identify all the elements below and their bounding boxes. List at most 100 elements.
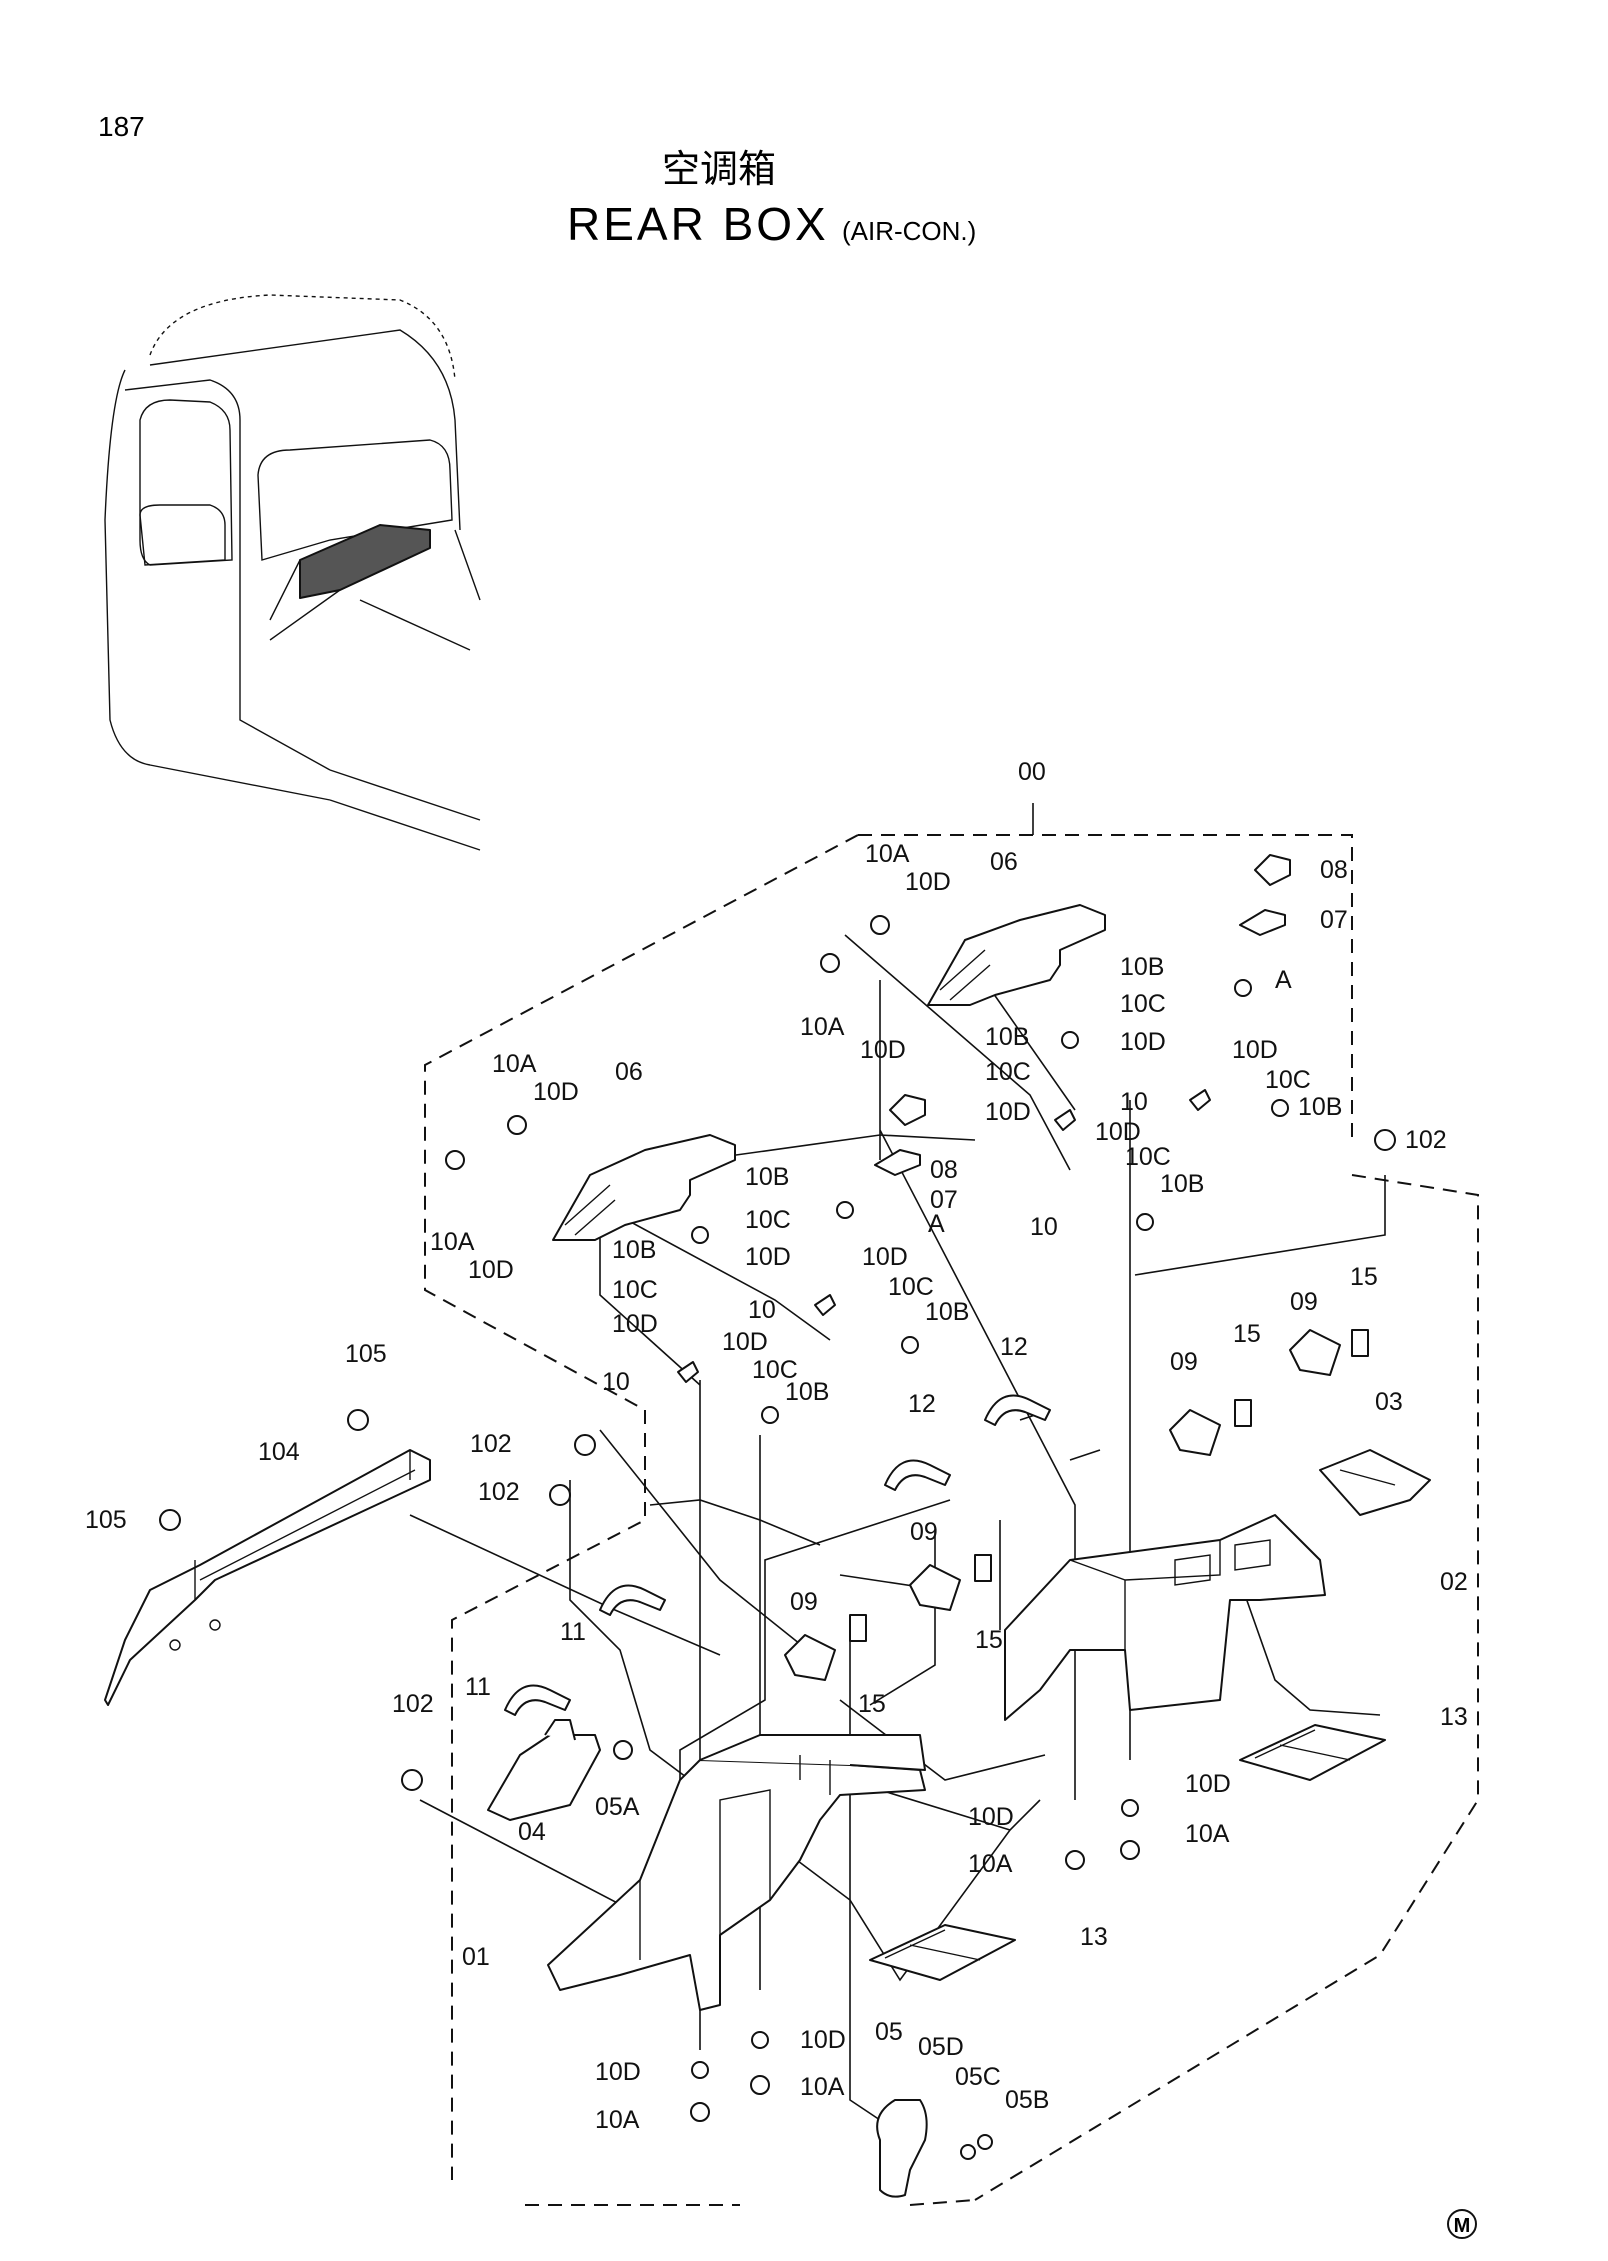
assembly-boundary bbox=[424, 834, 1479, 2206]
m-mark-letter: M bbox=[1454, 2215, 1471, 2237]
callout-10B: 10B bbox=[925, 1298, 969, 1326]
callout-102: 102 bbox=[1405, 1126, 1447, 1154]
callout-10A: 10A bbox=[800, 1013, 845, 1041]
callout-10B: 10B bbox=[985, 1023, 1029, 1051]
callout-10C: 10C bbox=[985, 1058, 1031, 1086]
callout-10A: 10A bbox=[968, 1850, 1013, 1878]
callout-10D: 10D bbox=[905, 868, 951, 896]
callout-10: 10 bbox=[748, 1296, 776, 1324]
callout-04: 04 bbox=[518, 1818, 546, 1846]
callout-05C: 05C bbox=[955, 2063, 1001, 2091]
fasteners bbox=[159, 915, 1396, 2160]
callout-labels: 00 10A 10D 06 08 07 10B A 10C 10A 10D 10… bbox=[85, 758, 1468, 2134]
callout-10B: 10B bbox=[745, 1163, 789, 1191]
callout-15: 15 bbox=[858, 1690, 886, 1718]
callout-10A: 10A bbox=[595, 2106, 640, 2134]
callout-09: 09 bbox=[910, 1518, 938, 1546]
callout-10D: 10D bbox=[985, 1098, 1031, 1126]
callout-102: 102 bbox=[470, 1430, 512, 1458]
callout-10D: 10D bbox=[1095, 1118, 1141, 1146]
callout-05B: 05B bbox=[1005, 2086, 1049, 2114]
callout-12: 12 bbox=[1000, 1333, 1028, 1361]
callout-10A: 10A bbox=[1185, 1820, 1230, 1848]
callout-10D: 10D bbox=[1185, 1770, 1231, 1798]
callout-10D: 10D bbox=[745, 1243, 791, 1271]
part-13-filters bbox=[869, 1724, 1386, 1981]
part-06-cover-upper bbox=[927, 904, 1106, 1006]
callout-10C: 10C bbox=[752, 1356, 798, 1384]
callout-03: 03 bbox=[1375, 1388, 1403, 1416]
callout-10: 10 bbox=[602, 1368, 630, 1396]
title-english: REAR BOX bbox=[567, 198, 829, 250]
part-09-vents bbox=[784, 1329, 1341, 1681]
callout-12: 12 bbox=[908, 1390, 936, 1418]
callout-10D: 10D bbox=[860, 1036, 906, 1064]
title-subtitle: (AIR-CON.) bbox=[842, 216, 976, 246]
callout-105: 105 bbox=[85, 1506, 127, 1534]
callout-10A: 10A bbox=[800, 2073, 845, 2101]
part-07-08-clips bbox=[874, 854, 1291, 1176]
callout-08: 08 bbox=[1320, 856, 1348, 884]
callout-05A: 05A bbox=[595, 1793, 640, 1821]
callout-10D: 10D bbox=[468, 1256, 514, 1284]
callout-102: 102 bbox=[478, 1478, 520, 1506]
leader-lines bbox=[409, 803, 1386, 2121]
callout-00: 00 bbox=[1018, 758, 1046, 786]
callout-01: 01 bbox=[462, 1943, 490, 1971]
callout-ref-A: A bbox=[1275, 966, 1292, 994]
callout-09: 09 bbox=[790, 1588, 818, 1616]
callout-11: 11 bbox=[560, 1618, 586, 1646]
callout-10D: 10D bbox=[1232, 1036, 1278, 1064]
part-15-clips bbox=[849, 1329, 1369, 1642]
callout-08: 08 bbox=[930, 1156, 958, 1184]
callout-10D: 10D bbox=[722, 1328, 768, 1356]
part-11-12-seals bbox=[504, 1394, 1051, 1716]
callout-10C: 10C bbox=[1125, 1143, 1171, 1171]
callout-15: 15 bbox=[1233, 1320, 1261, 1348]
callout-11: 11 bbox=[465, 1673, 491, 1701]
callout-07: 07 bbox=[930, 1186, 958, 1214]
callout-10: 10 bbox=[1030, 1213, 1058, 1241]
callout-13: 13 bbox=[1440, 1703, 1468, 1731]
part-05-duct bbox=[876, 2099, 928, 2198]
part-02-housing bbox=[1004, 1514, 1326, 1721]
callout-15: 15 bbox=[1350, 1263, 1378, 1291]
callout-10: 10 bbox=[1120, 1088, 1148, 1116]
part-04-grille bbox=[487, 1719, 601, 1821]
callout-10B: 10B bbox=[612, 1236, 656, 1264]
part-104-bracket bbox=[104, 1449, 431, 1706]
callout-09: 09 bbox=[1170, 1348, 1198, 1376]
callout-10D: 10D bbox=[533, 1078, 579, 1106]
callout-ref-A: A bbox=[928, 1210, 945, 1238]
part-10-brackets bbox=[677, 1089, 1211, 1383]
callout-10D: 10D bbox=[862, 1243, 908, 1271]
callout-10B: 10B bbox=[1120, 953, 1164, 981]
callout-10B: 10B bbox=[785, 1378, 829, 1406]
callout-10C: 10C bbox=[888, 1273, 934, 1301]
callout-105: 105 bbox=[345, 1340, 387, 1368]
callout-06: 06 bbox=[990, 848, 1018, 876]
callout-10A: 10A bbox=[430, 1228, 475, 1256]
page-number: 187 bbox=[98, 111, 145, 142]
part-06-cover-lower bbox=[552, 1134, 736, 1241]
callout-10D: 10D bbox=[800, 2026, 846, 2054]
callout-15: 15 bbox=[975, 1626, 1003, 1654]
callout-10D: 10D bbox=[1120, 1028, 1166, 1056]
callout-102: 102 bbox=[392, 1690, 434, 1718]
callout-10A: 10A bbox=[492, 1050, 537, 1078]
callout-10B: 10B bbox=[1298, 1093, 1342, 1121]
callout-10A: 10A bbox=[865, 840, 910, 868]
callout-10C: 10C bbox=[612, 1276, 658, 1304]
callout-05D: 05D bbox=[918, 2033, 964, 2061]
m-mark: M bbox=[1447, 2209, 1477, 2239]
callout-13: 13 bbox=[1080, 1923, 1108, 1951]
callout-10C: 10C bbox=[1265, 1066, 1311, 1094]
callout-07: 07 bbox=[1320, 906, 1348, 934]
callout-06: 06 bbox=[615, 1058, 643, 1086]
callout-10C: 10C bbox=[1120, 990, 1166, 1018]
callout-10D: 10D bbox=[612, 1310, 658, 1338]
callout-09: 09 bbox=[1290, 1288, 1318, 1316]
part-03-filter bbox=[1319, 1449, 1431, 1516]
cab-location-thumbnail bbox=[104, 294, 481, 851]
